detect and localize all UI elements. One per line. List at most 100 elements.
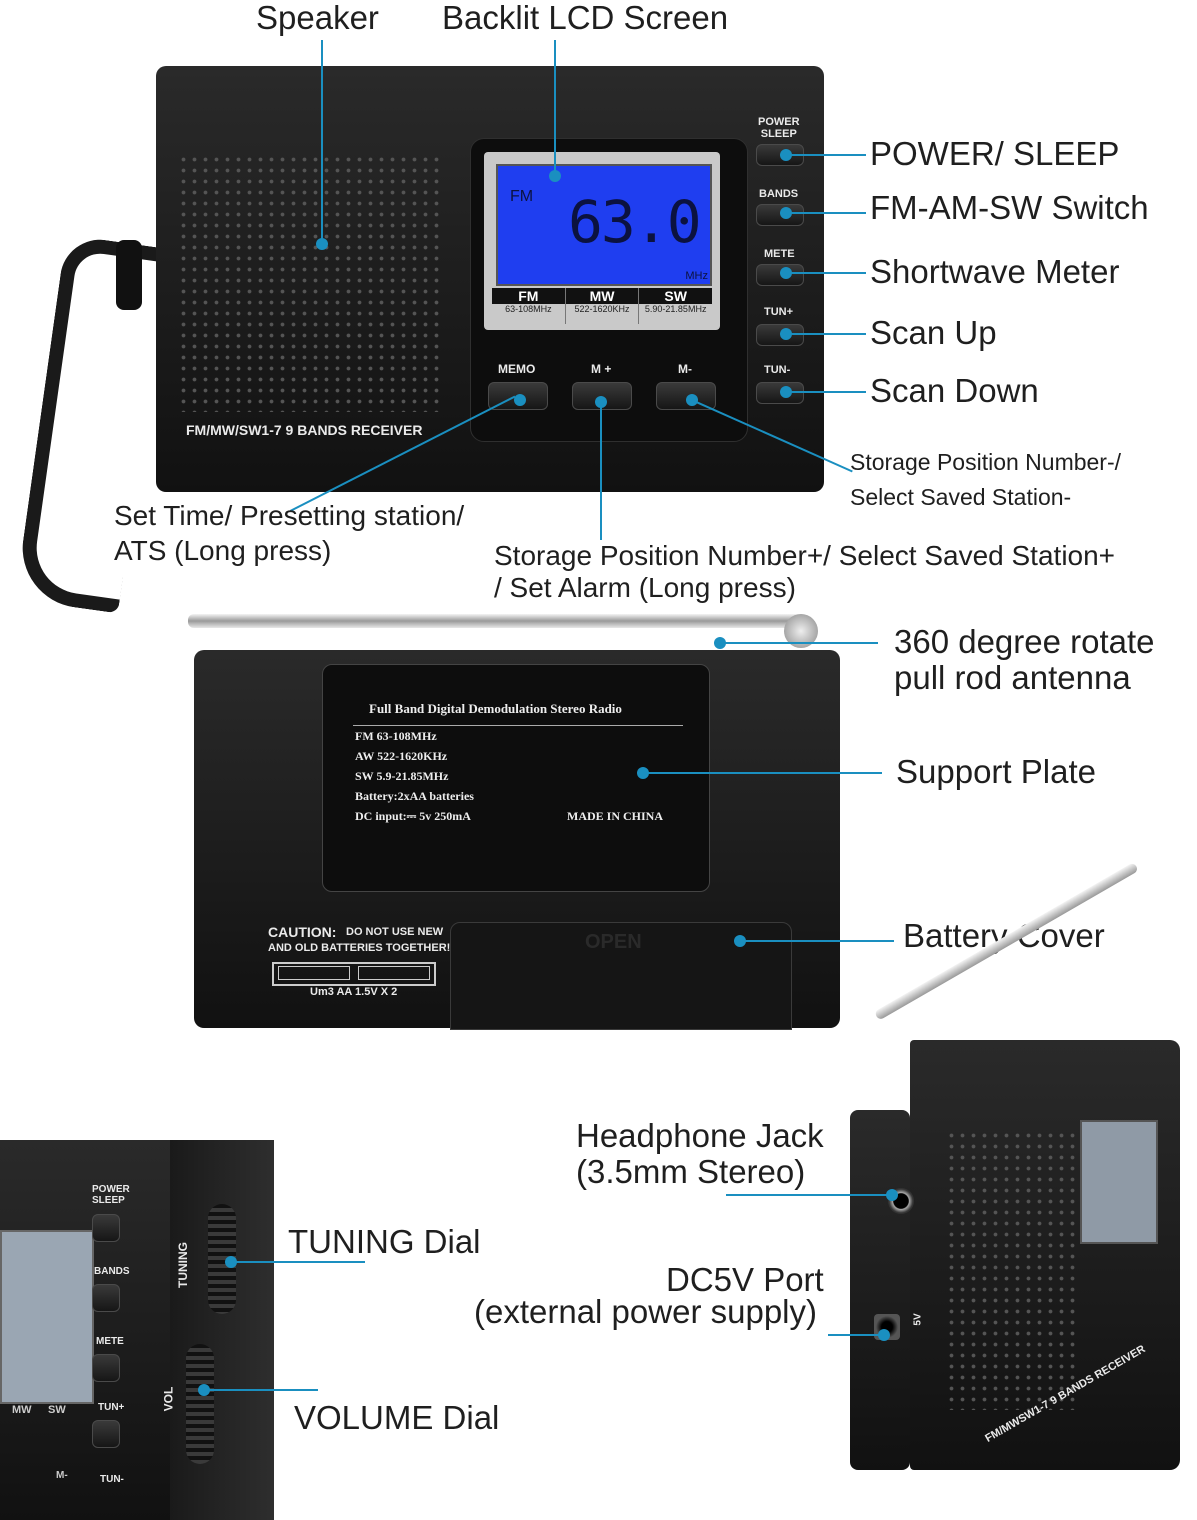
speaker-callout: Speaker: [256, 0, 379, 36]
lcd-frequency: 63.0: [568, 188, 702, 256]
lcd-callout: Backlit LCD Screen: [442, 0, 729, 36]
vol-text: VOL: [161, 1386, 176, 1412]
m-plus-leader: [600, 404, 602, 540]
left-lcd: [0, 1230, 94, 1404]
scan-up-callout: Scan Up: [870, 314, 997, 351]
plate-line: SW 5.9-21.85MHz: [355, 769, 449, 783]
jack-dot: [886, 1189, 898, 1201]
m-minus-callout-line1: Storage Position Number-/: [850, 449, 1122, 475]
tuning-leader: [235, 1261, 365, 1263]
battery-spec: Um3 AA 1.5V X 2: [310, 986, 398, 998]
band-range: 63-108MHz: [505, 304, 552, 314]
left-tunplus-button[interactable]: [92, 1420, 120, 1448]
scan-up-leader: [790, 333, 866, 335]
lcd-band: FM: [510, 188, 534, 205]
lcd-leader: [554, 40, 556, 174]
memo-callout-line1: Set Time/ Presetting station/: [114, 500, 465, 531]
left-mete-label: METE: [96, 1336, 124, 1347]
back-radio-body: Full Band Digital Demodulation Stereo Ra…: [194, 650, 840, 1030]
support-callout: Support Plate: [896, 753, 1096, 790]
plate-line: FM 63-108MHz: [355, 729, 437, 743]
band-name: MW: [565, 288, 639, 304]
left-bands-label: BANDS: [94, 1266, 130, 1277]
meter-leader: [790, 272, 866, 274]
dc-callout-line1: DC5V Port: [666, 1261, 824, 1298]
right-front-panel: FM/MWSW1-7 9 BANDS RECEIVER: [910, 1040, 1180, 1470]
antenna-callout-line2: pull rod antenna: [894, 659, 1131, 696]
left-side-radio: MW SW POWER SLEEP BANDS METE TUN+ TUN- M…: [0, 1140, 274, 1520]
strap-clip: [116, 240, 142, 310]
jack-leader: [726, 1194, 890, 1196]
m-plus-dot: [595, 396, 607, 408]
bands-callout: FM-AM-SW Switch: [870, 189, 1149, 226]
left-side-view: MW SW POWER SLEEP BANDS METE TUN+ TUN- M…: [0, 1100, 560, 1520]
plate-made-in: MADE IN CHINA: [567, 809, 663, 823]
jack-callout-line1: Headphone Jack: [576, 1117, 824, 1154]
dc-leader: [828, 1334, 882, 1336]
support-leader: [646, 772, 882, 774]
caution-title: CAUTION:: [268, 924, 337, 940]
battery-diagram: [272, 962, 436, 986]
right-side-radio: [850, 1110, 910, 1470]
plate-line: DC input:⎓ 5v 250mA: [355, 809, 471, 823]
battery-leader: [744, 940, 894, 942]
lcd-screen: FM 63.0 MHz FM 63-108MHz MW 522-1620KHz …: [484, 152, 720, 330]
power-sleep-label: POWER SLEEP: [758, 116, 800, 141]
volume-leader: [208, 1389, 318, 1391]
antenna-callout-line1: 360 degree rotate: [894, 623, 1155, 660]
memo-dot: [514, 394, 526, 406]
support-dot: [637, 767, 649, 779]
scan-down-callout: Scan Down: [870, 372, 1039, 409]
plate-line: Battery:2xAA batteries: [355, 789, 474, 803]
dc-callout-line2: (external power supply): [474, 1293, 817, 1330]
lcd-unit: MHz: [685, 270, 708, 282]
antenna-leader: [718, 642, 878, 644]
memo-callout-line2: ATS (Long press): [114, 535, 332, 566]
dc-mark: 5V: [912, 1313, 924, 1326]
left-tunplus-label: TUN+: [98, 1402, 125, 1413]
m-plus-callout-line1: Storage Position Number+/ Select Saved S…: [494, 540, 1116, 571]
right-lcd: [1080, 1120, 1158, 1244]
plate-line: AW 522-1620KHz: [355, 749, 448, 763]
m-plus-label: M +: [591, 362, 612, 376]
scan-up-dot: [780, 328, 792, 340]
band-range: 5.90-21.85MHz: [644, 304, 707, 314]
volume-dial[interactable]: [186, 1344, 214, 1464]
volume-callout: VOLUME Dial: [294, 1399, 500, 1436]
mete-label: METE: [764, 248, 795, 260]
power-callout: POWER/ SLEEP: [870, 135, 1120, 172]
meter-callout: Shortwave Meter: [870, 253, 1120, 290]
speaker-dot: [316, 238, 328, 250]
volume-dot: [198, 1384, 210, 1396]
antenna-rod: [188, 614, 808, 628]
band-name: SW: [639, 288, 713, 304]
caution-line1: DO NOT USE NEW: [346, 926, 444, 938]
speaker-grille: [178, 154, 444, 412]
left-band-sw: SW: [48, 1404, 66, 1416]
left-mete-button[interactable]: [92, 1354, 120, 1382]
tun-minus-label: TUN-: [764, 364, 791, 376]
antenna-dot: [714, 637, 726, 649]
meter-dot: [780, 267, 792, 279]
speaker-leader: [321, 40, 323, 242]
m-minus-callout-line2: Select Saved Station-: [850, 484, 1072, 510]
scan-down-leader: [790, 391, 866, 393]
front-radio-body: FM/MW/SW1-7 9 BANDS RECEIVER FM 63.0 MHz…: [156, 66, 824, 492]
left-power-button[interactable]: [92, 1214, 120, 1242]
left-band-mw: MW: [12, 1404, 32, 1416]
support-plate: Full Band Digital Demodulation Stereo Ra…: [322, 664, 710, 892]
band-name: FM: [492, 288, 565, 304]
tuning-callout: TUNING Dial: [288, 1223, 481, 1260]
bands-dot: [780, 207, 792, 219]
bands-label: BANDS: [759, 188, 799, 200]
plate-title: Full Band Digital Demodulation Stereo Ra…: [369, 701, 622, 716]
caution-line2: AND OLD BATTERIES TOGETHER!: [268, 942, 451, 954]
tuning-text: TUNING: [176, 1242, 190, 1288]
right-side-view: FM/MWSW1-7 9 BANDS RECEIVER 5V Headphone…: [474, 862, 1197, 1500]
right-speaker-grille: [946, 1130, 1076, 1410]
battery-dot: [734, 935, 746, 947]
bands-leader: [790, 212, 866, 214]
tun-plus-label: TUN+: [764, 306, 794, 318]
left-power-label: POWER SLEEP: [92, 1184, 130, 1206]
left-bands-button[interactable]: [92, 1284, 120, 1312]
